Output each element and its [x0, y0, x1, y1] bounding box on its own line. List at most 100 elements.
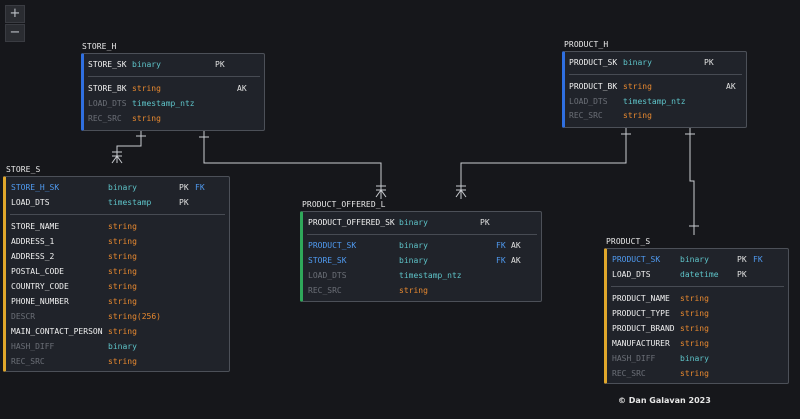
column-name: PHONE_NUMBER	[11, 297, 69, 306]
column-name: STORE_H_SK	[11, 183, 60, 192]
store-h-title: STORE_H	[82, 42, 117, 51]
table-row: PRODUCT_SK binary FK AK	[303, 239, 541, 253]
column-key: PK	[179, 198, 189, 207]
divider	[10, 214, 225, 215]
store-h-table[interactable]: STORE_SK binary PK STORE_BK string AK LO…	[81, 53, 265, 131]
product-h-title: PRODUCT_H	[564, 40, 609, 49]
product-h-table[interactable]: PRODUCT_SK binary PK PRODUCT_BK string A…	[562, 51, 747, 128]
column-name: PRODUCT_SK	[569, 58, 618, 67]
table-row: PRODUCT_NAME string	[607, 292, 788, 306]
column-name: REC_SRC	[11, 357, 45, 366]
column-name: PRODUCT_TYPE	[612, 309, 670, 318]
column-name: PRODUCT_BK	[569, 82, 618, 91]
column-name: DESCR	[11, 312, 36, 321]
column-type: binary	[623, 58, 652, 67]
column-type: string	[108, 282, 137, 291]
column-name: LOAD_DTS	[569, 97, 608, 106]
column-key: PK	[215, 60, 225, 69]
column-name: PRODUCT_SK	[612, 255, 661, 264]
column-name: HASH_DIFF	[11, 342, 55, 351]
rel-product-h-link	[460, 128, 627, 199]
zoom-in-button[interactable]: +	[5, 5, 25, 23]
column-type: string	[108, 267, 137, 276]
column-name: REC_SRC	[308, 286, 342, 295]
column-type: timestamp	[108, 198, 152, 207]
store-s-title: STORE_S	[6, 165, 41, 174]
divider	[611, 286, 784, 287]
table-row: PRODUCT_BRAND string	[607, 322, 788, 336]
column-name: REC_SRC	[569, 111, 603, 120]
column-type: string	[623, 82, 652, 91]
column-name: STORE_BK	[88, 84, 127, 93]
column-type: binary	[399, 241, 428, 250]
divider	[307, 234, 537, 235]
column-type: string	[680, 339, 709, 348]
column-name: STORE_SK	[88, 60, 127, 69]
zoom-out-button[interactable]: −	[5, 24, 25, 42]
table-row: PHONE_NUMBER string	[6, 295, 229, 309]
column-type: string	[680, 309, 709, 318]
column-type: string	[108, 357, 137, 366]
table-row: LOAD_DTS datetime PK	[607, 268, 788, 282]
table-row: STORE_SK binary PK	[84, 58, 264, 72]
column-type: string	[108, 222, 137, 231]
table-row: PRODUCT_OFFERED_SK binary PK	[303, 216, 541, 230]
column-name: HASH_DIFF	[612, 354, 656, 363]
column-name: PRODUCT_SK	[308, 241, 357, 250]
column-type: string(256)	[108, 312, 161, 321]
column-type: string	[108, 327, 137, 336]
column-type: string	[108, 237, 137, 246]
column-key: PK	[737, 270, 747, 279]
table-row: ADDRESS_2 string	[6, 250, 229, 264]
column-key: AK	[511, 241, 521, 250]
table-row: COUNTRY_CODE string	[6, 280, 229, 294]
column-name: COUNTRY_CODE	[11, 282, 69, 291]
column-type: string	[623, 111, 652, 120]
column-type: string	[680, 294, 709, 303]
product-offered-l-table[interactable]: PRODUCT_OFFERED_SK binary PK PRODUCT_SK …	[300, 211, 542, 302]
column-type: timestamp_ntz	[132, 99, 195, 108]
table-row: HASH_DIFF binary	[6, 340, 229, 354]
product-s-table[interactable]: PRODUCT_SK binary PK FK LOAD_DTS datetim…	[604, 248, 789, 384]
column-name: PRODUCT_NAME	[612, 294, 670, 303]
column-type: string	[399, 286, 428, 295]
copyright-footer: © Dan Galavan 2023	[618, 396, 711, 405]
table-row: STORE_BK string AK	[84, 82, 264, 96]
column-name: POSTAL_CODE	[11, 267, 64, 276]
column-type: binary	[399, 218, 428, 227]
column-name: LOAD_DTS	[88, 99, 127, 108]
store-s-table[interactable]: STORE_H_SK binary PK FK LOAD_DTS timesta…	[3, 176, 230, 372]
column-type: binary	[108, 183, 137, 192]
column-name: PRODUCT_BRAND	[612, 324, 675, 333]
rel-store-h-store-s	[116, 131, 142, 163]
column-key: AK	[726, 82, 736, 91]
column-type: timestamp_ntz	[399, 271, 462, 280]
table-row: MANUFACTURER string	[607, 337, 788, 351]
column-name: MAIN_CONTACT_PERSON	[11, 327, 103, 336]
table-row: PRODUCT_TYPE string	[607, 307, 788, 321]
table-row: LOAD_DTS timestamp_ntz	[303, 269, 541, 283]
table-row: REC_SRC string	[565, 109, 746, 123]
column-key: PK	[179, 183, 189, 192]
table-row: STORE_NAME string	[6, 220, 229, 234]
column-type: timestamp_ntz	[623, 97, 686, 106]
rel-product-h-product-s	[689, 128, 695, 235]
table-row: HASH_DIFF binary	[607, 352, 788, 366]
column-name: ADDRESS_2	[11, 252, 55, 261]
column-key: FK	[496, 241, 506, 250]
column-type: string	[108, 297, 137, 306]
divider	[569, 74, 742, 75]
column-key: PK	[704, 58, 714, 67]
column-name: STORE_NAME	[11, 222, 60, 231]
table-row: PRODUCT_SK binary PK FK	[607, 253, 788, 267]
table-row: PRODUCT_BK string AK	[565, 80, 746, 94]
column-name: REC_SRC	[88, 114, 122, 123]
table-row: MAIN_CONTACT_PERSON string	[6, 325, 229, 339]
column-key: AK	[237, 84, 247, 93]
column-type: binary	[399, 256, 428, 265]
column-type: string	[680, 324, 709, 333]
column-type: string	[132, 84, 161, 93]
product-offered-l-title: PRODUCT_OFFERED_L	[302, 200, 386, 209]
table-row: POSTAL_CODE string	[6, 265, 229, 279]
